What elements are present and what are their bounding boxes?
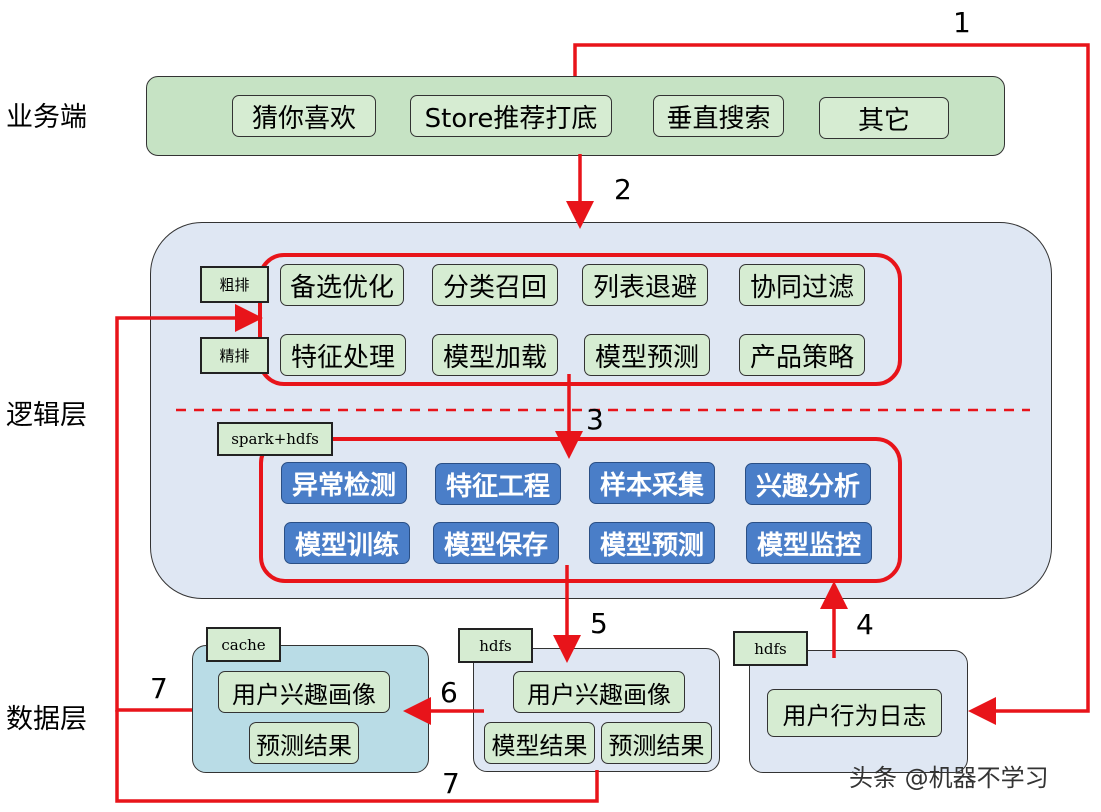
layer-label-logic: 逻辑层	[6, 400, 87, 431]
offline-item-model-train[interactable]: 模型训练	[284, 522, 410, 564]
coarse-item-list-backoff[interactable]: 列表退避	[582, 264, 708, 306]
coarse-item-candidate-optimize[interactable]: 备选优化	[280, 264, 404, 306]
offline-item-anomaly-detect[interactable]: 异常检测	[281, 462, 407, 504]
hdfs-item-predict-result[interactable]: 预测结果	[601, 722, 712, 764]
offline-item-interest-analysis[interactable]: 兴趣分析	[745, 463, 871, 505]
layer-label-business: 业务端	[6, 102, 87, 133]
business-item-store-recommend[interactable]: Store推荐打底	[410, 95, 612, 137]
coarse-item-collab-filter[interactable]: 协同过滤	[739, 264, 865, 306]
fine-item-model-predict[interactable]: 模型预测	[584, 334, 710, 376]
arrow-label-6: 6	[440, 676, 458, 709]
cache-item-user-profile[interactable]: 用户兴趣画像	[218, 671, 390, 713]
arrow-label-4: 4	[856, 608, 874, 641]
hdfs-model-tag: hdfs	[458, 628, 533, 663]
spark-hdfs-tag: spark+hdfs	[217, 422, 333, 456]
arrow-label-1: 1	[953, 6, 971, 39]
arrow-label-7-left: 7	[150, 672, 168, 705]
offline-item-model-save[interactable]: 模型保存	[433, 522, 559, 564]
fine-item-feature-process[interactable]: 特征处理	[280, 334, 406, 376]
arrow-label-3: 3	[586, 403, 604, 436]
layer-label-data: 数据层	[6, 704, 87, 735]
arrow-label-7-bottom: 7	[442, 767, 460, 800]
business-item-guess-you-like[interactable]: 猜你喜欢	[232, 95, 376, 137]
business-item-vertical-search[interactable]: 垂直搜索	[653, 95, 784, 137]
hdfs-item-user-profile[interactable]: 用户兴趣画像	[513, 671, 685, 713]
arrow-label-2: 2	[614, 173, 632, 206]
business-item-other[interactable]: 其它	[819, 97, 949, 139]
user-behavior-log[interactable]: 用户行为日志	[767, 689, 942, 737]
hdfs-item-model-result[interactable]: 模型结果	[484, 722, 595, 764]
coarse-rank-tag: 粗排	[200, 266, 269, 303]
hdfs-log-tag: hdfs	[733, 631, 808, 666]
fine-rank-tag: 精排	[200, 337, 269, 374]
offline-item-sample-collect[interactable]: 样本采集	[589, 462, 715, 504]
fine-item-model-load[interactable]: 模型加载	[432, 334, 558, 376]
cache-item-predict-result[interactable]: 预测结果	[249, 722, 359, 764]
watermark: 头条 @机器不学习	[849, 764, 1049, 792]
arrow-7-bottom	[115, 710, 599, 803]
arrow-1	[573, 43, 1090, 725]
offline-item-model-monitor[interactable]: 模型监控	[746, 522, 872, 564]
offline-item-feature-engineering[interactable]: 特征工程	[435, 463, 561, 505]
coarse-item-category-recall[interactable]: 分类召回	[432, 264, 558, 306]
arrow-7-left	[115, 304, 263, 712]
cache-tag: cache	[206, 627, 281, 662]
fine-item-product-strategy[interactable]: 产品策略	[739, 334, 865, 376]
offline-item-model-predict[interactable]: 模型预测	[589, 522, 715, 564]
arrow-label-5: 5	[590, 607, 608, 640]
